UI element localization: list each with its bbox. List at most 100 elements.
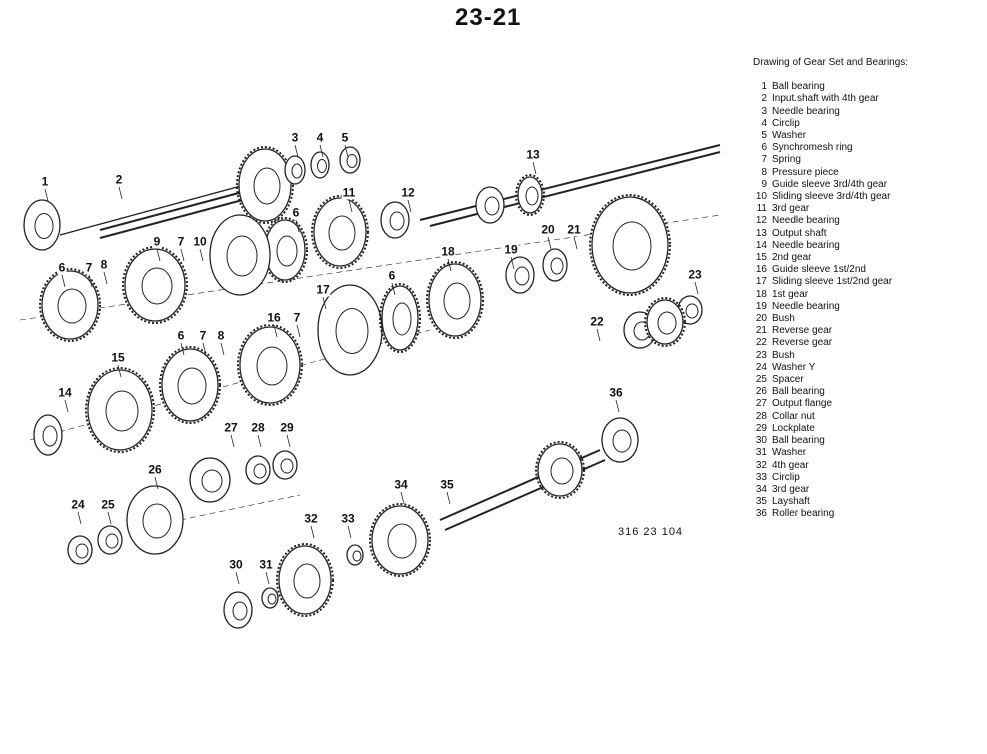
page-number: 23-21: [455, 4, 522, 31]
callout-part-28: 28: [250, 420, 266, 435]
legend-item-label: Spacer: [772, 374, 804, 386]
legend-item-label: Guide sleeve 1st/2nd: [772, 264, 866, 276]
legend-item-number: 10: [755, 191, 767, 203]
callout-part-22: 22: [589, 314, 605, 329]
ring: [126, 485, 184, 555]
bore: [352, 550, 362, 562]
legend-item: 28 Collar nut: [753, 411, 908, 423]
legend-item-number: 34: [755, 483, 767, 495]
callout-part-20: 20: [540, 222, 556, 237]
legend-item-label: Sliding sleeve 3rd/4th gear: [772, 191, 891, 203]
bore: [75, 543, 89, 559]
leader-line: [230, 434, 235, 448]
leader-line: [156, 248, 161, 262]
legend-item: 30 Ball bearing: [753, 435, 908, 447]
legend-item-number: 30: [755, 435, 767, 447]
gear-teeth: [276, 543, 334, 617]
bore: [392, 302, 412, 336]
legend-item-label: Spring: [772, 154, 801, 166]
legend-item-number: 18: [755, 288, 767, 300]
leader-line: [180, 248, 185, 262]
gear: [239, 326, 301, 404]
legend-item-number: 3: [761, 105, 767, 117]
ring: [33, 414, 63, 456]
legend-item-label: Washer: [772, 447, 807, 459]
callout-part-15: 15: [110, 350, 126, 365]
leader-line: [154, 476, 159, 490]
legend-item-label: Roller bearing: [772, 508, 835, 520]
bore: [201, 469, 223, 493]
gear: [264, 219, 306, 281]
legend-item-label: Collar nut: [772, 410, 815, 422]
legend-item-number: 9: [761, 178, 767, 190]
leader-line: [547, 236, 552, 250]
bore: [346, 154, 358, 168]
legend-item-number: 15: [755, 252, 767, 264]
drawing-code: 316 23 104: [618, 526, 684, 538]
bore: [57, 288, 87, 324]
leader-line: [265, 571, 270, 585]
callout-part-31: 31: [258, 557, 274, 572]
legend-item-number: 23: [755, 349, 767, 361]
legend-item-label: Ball bearing: [772, 435, 825, 447]
callout-part-24: 24: [70, 497, 86, 512]
legend-item-label: Ball bearing: [772, 386, 825, 398]
legend-item-number: 5: [761, 130, 767, 142]
gear-teeth: [379, 283, 421, 353]
legend-item-number: 28: [755, 410, 767, 422]
ring: [189, 457, 231, 503]
bore: [293, 563, 321, 599]
legend-item-label: Layshaft: [772, 496, 810, 508]
callout-part-33: 33: [340, 511, 356, 526]
ring: [475, 186, 505, 224]
ring: [97, 525, 123, 555]
leader-line: [510, 256, 515, 270]
leader-line: [220, 342, 225, 356]
legend-item-label: Output shaft: [772, 227, 827, 239]
gear-teeth: [644, 297, 686, 347]
bore: [276, 235, 298, 267]
legend-item-number: 29: [755, 422, 767, 434]
gear: [41, 270, 99, 340]
axis-line: [19, 214, 721, 321]
callout-part-14: 14: [57, 385, 73, 400]
callout-part-7: 7: [292, 310, 302, 325]
leader-line: [447, 258, 452, 272]
gear: [87, 369, 153, 451]
ring: [245, 455, 271, 485]
leader-line: [235, 571, 240, 585]
legend-title: Drawing of Gear Set and Bearings:: [753, 57, 909, 68]
leader-line: [88, 274, 93, 288]
bore: [141, 267, 173, 305]
callout-part-35: 35: [439, 477, 455, 492]
callout-part-12: 12: [400, 185, 416, 200]
callout-part-8: 8: [216, 328, 226, 343]
legend-item-number: 1: [761, 81, 767, 93]
leader-line: [199, 248, 204, 262]
callout-part-6: 6: [57, 260, 67, 275]
gear-teeth: [311, 195, 369, 269]
bore: [317, 159, 327, 173]
bore: [550, 257, 564, 275]
legend-item-label: Needle bearing: [772, 300, 840, 312]
leader-line: [180, 342, 185, 356]
leader-line: [107, 511, 112, 525]
legend-item-number: 33: [755, 471, 767, 483]
legend-item-label: Circlip: [772, 117, 800, 129]
leader-line: [348, 199, 353, 213]
leader-line: [532, 161, 537, 175]
legend-item-number: 7: [761, 154, 767, 166]
ring: [272, 450, 298, 480]
gear: [371, 505, 429, 575]
axis-line: [179, 494, 301, 521]
gear: [124, 248, 186, 322]
legend-item-label: Needle bearing: [772, 105, 840, 117]
